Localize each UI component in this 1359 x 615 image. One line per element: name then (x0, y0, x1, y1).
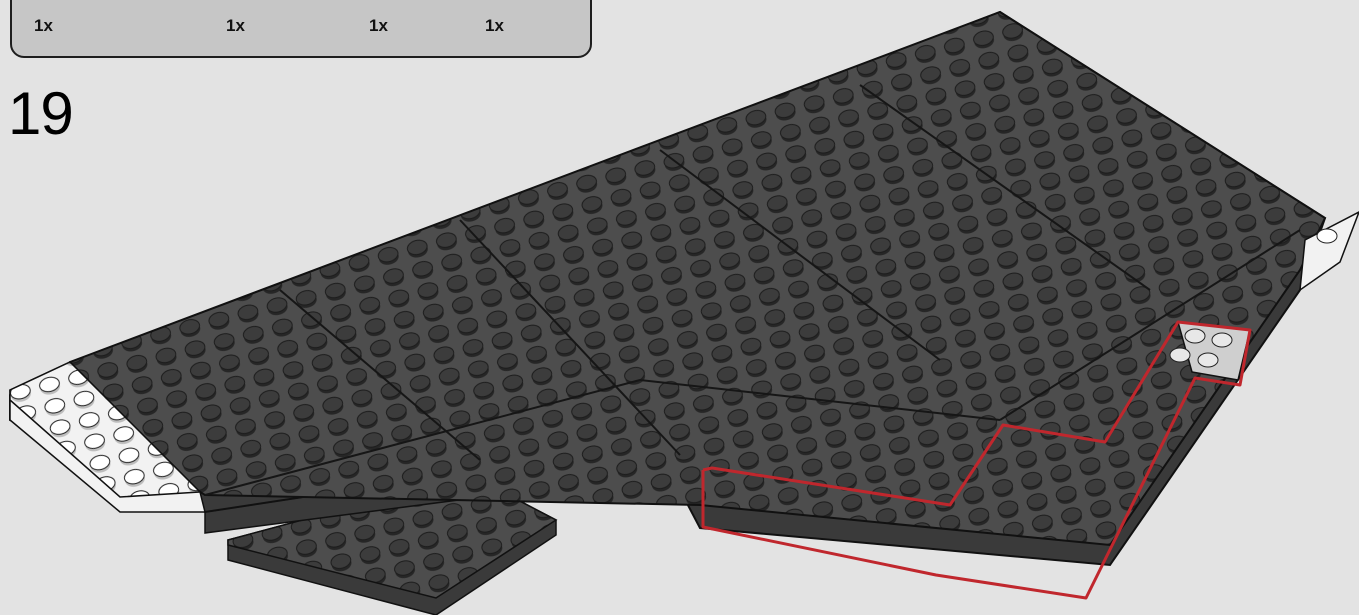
main-plate-surface (10, 12, 1325, 565)
